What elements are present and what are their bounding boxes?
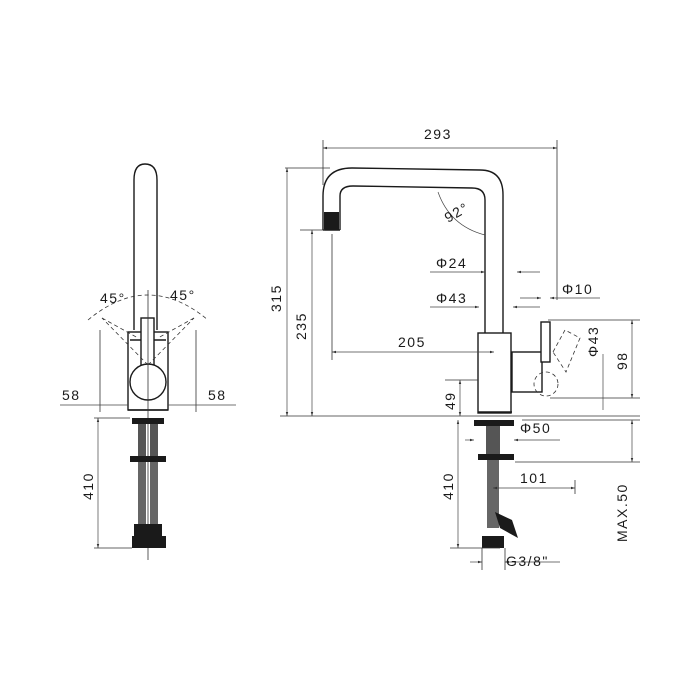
front-angle-right: 45° bbox=[170, 287, 196, 303]
side-spout-projection: 205 bbox=[398, 334, 426, 350]
side-dia-lever: Φ43 bbox=[585, 326, 601, 357]
front-height-below: 410 bbox=[80, 472, 96, 500]
side-dia-body: Φ43 bbox=[436, 290, 467, 306]
side-lever-height: 98 bbox=[614, 351, 630, 370]
side-reach: 293 bbox=[424, 126, 452, 142]
side-base-height: 49 bbox=[442, 391, 458, 410]
side-thread: G3/8" bbox=[506, 553, 549, 569]
front-angle-left: 45° bbox=[100, 290, 126, 306]
front-width-left: 58 bbox=[62, 387, 81, 403]
side-connector-offset: 101 bbox=[520, 470, 548, 486]
side-max-deck: MAX.50 bbox=[614, 483, 630, 542]
side-dia-outlet: Φ24 bbox=[436, 255, 467, 271]
side-height-total: 315 bbox=[268, 284, 284, 312]
front-width-right: 58 bbox=[208, 387, 227, 403]
side-view: 293 315 235 92° Φ24 Φ43 Φ10 205 Φ43 98 4… bbox=[268, 126, 640, 570]
side-dia-handle: Φ10 bbox=[562, 281, 593, 297]
side-height-below: 410 bbox=[440, 472, 456, 500]
front-view: 45° 45° 58 58 410 bbox=[60, 163, 236, 560]
side-dia-base: Φ50 bbox=[520, 420, 551, 436]
side-height-spout: 235 bbox=[293, 312, 309, 340]
side-spout-angle: 92° bbox=[442, 199, 472, 226]
